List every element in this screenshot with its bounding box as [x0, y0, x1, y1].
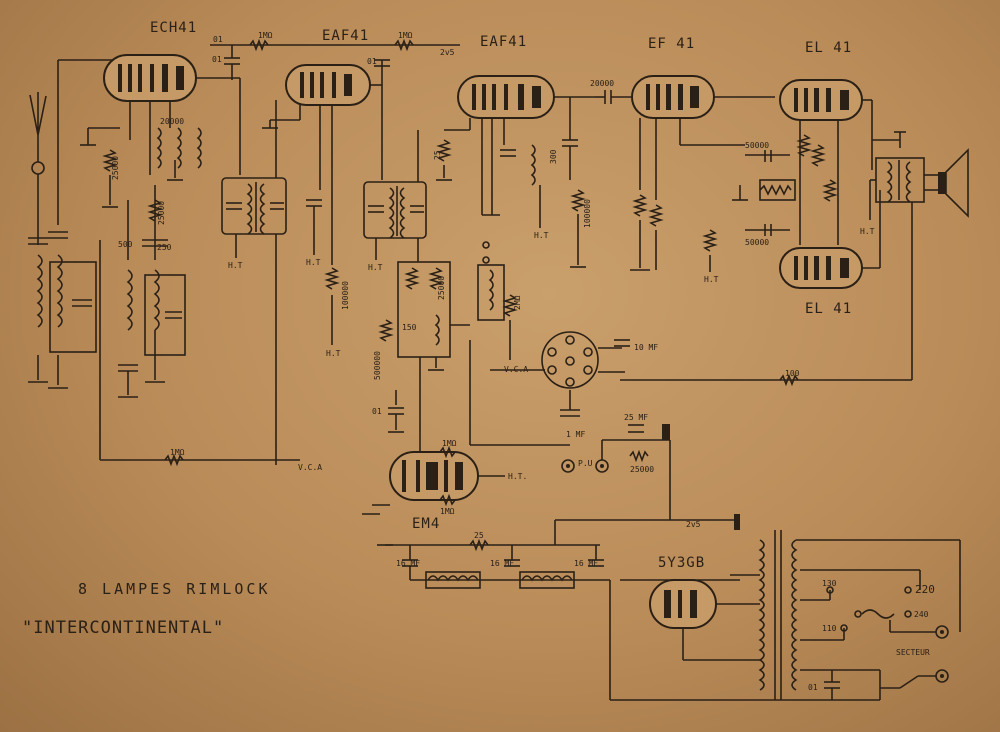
ht-label-h: H.T — [860, 227, 875, 236]
c-16mf-b: 16 MF — [490, 559, 514, 568]
c-10mf: 10 MF — [634, 343, 658, 352]
r-100000-a: 100000 — [341, 281, 350, 310]
v-2v5: 2v5 — [686, 520, 701, 529]
v-220: 220 — [915, 583, 935, 596]
r-50000-b: 50000 — [745, 238, 769, 247]
if-transformer-2: H.T — [363, 130, 427, 272]
tube-el41-top: EL 41 — [779, 40, 906, 170]
output-transformer: H.T — [860, 157, 940, 236]
pickup-jacks: P.U 25 MF 25000 — [561, 413, 671, 520]
power-transformer: 130 220 240 110 SECTEUR 01 — [758, 530, 961, 700]
avc-bottom-line: 1MΩ V.C.A — [100, 448, 322, 472]
tube-em4: EM4 H.T. 1MΩ 1MΩ — [362, 439, 527, 532]
antenna — [29, 92, 47, 245]
ht-label-f: H.T. — [508, 472, 527, 481]
caption-model-tubes: 8 LAMPES RIMLOCK — [78, 580, 271, 598]
tube-label-el41-b: EL 41 — [805, 301, 852, 317]
c-25mf: 25 MF — [624, 413, 648, 422]
tube-eaf41-b: EAF41 25 H.T 300 100000 20000 — [433, 34, 640, 268]
selector-switch: 10 MF 1 MF — [541, 331, 658, 439]
oscillator-coils — [99, 185, 186, 460]
c-01-d: 01 — [372, 407, 382, 416]
pot-network: 2MΩ V.C.A — [450, 241, 570, 446]
detector-network: 25000 150 500000 01 — [372, 261, 451, 455]
tube-label-ech41: ECH41 — [150, 20, 197, 36]
r-25000-d: 25000 — [630, 465, 654, 474]
ht-label-g: H.T — [704, 275, 719, 284]
r-25000-c: 25000 — [437, 276, 446, 300]
c-16mf-a: 16 MF — [396, 559, 420, 568]
v-2v5-top: 2v5 — [440, 48, 455, 57]
r-100000-b: 100000 — [583, 199, 592, 228]
r-25000-a: 25000 — [111, 156, 120, 180]
c-150: 150 — [402, 323, 417, 332]
feedback-line: 100 — [620, 202, 913, 387]
r-25: 25 — [433, 150, 442, 160]
c-01-b: 01 — [212, 55, 222, 64]
c-01-a: 01 — [213, 35, 223, 44]
tube-label-5y3gb: 5Y3GB — [658, 555, 705, 571]
ht-label-a: H.T — [228, 261, 243, 270]
c-01-e: 01 — [808, 683, 818, 692]
tube-ef41: EF 41 H.T — [630, 36, 775, 284]
ht-label-b: H.T — [306, 258, 321, 267]
ht-label-c: H.T — [326, 349, 341, 358]
input-coils — [28, 59, 118, 389]
secteur-label: SECTEUR — [896, 648, 930, 657]
tube-eaf41-a: EAF41 01 H.T 100000 H.T — [262, 28, 390, 358]
r-50000-a: 50000 — [745, 141, 769, 150]
v-130: 130 — [822, 579, 837, 588]
c-1mf: 1 MF — [566, 430, 585, 439]
r-250: 250 — [157, 243, 172, 252]
r-20000: 20000 — [160, 117, 184, 126]
r-1mo-e: 1MΩ — [440, 507, 455, 516]
tube-ech41: ECH41 — [103, 20, 240, 175]
loudspeaker — [938, 148, 969, 218]
power-supply: 2v5 25 16 MF 16 MF 16 MF — [377, 514, 880, 701]
c-16mf-c: 16 MF — [574, 559, 598, 568]
caption-model-name: "INTERCONTINENTAL" — [22, 618, 225, 638]
r-25-ps: 25 — [474, 531, 484, 540]
ht-label-d: H.T — [368, 263, 383, 272]
c-500-a: 500 — [118, 240, 133, 249]
tube-label-ef41: EF 41 — [648, 36, 695, 52]
phase-splitter-network: 50000 50000 — [732, 120, 839, 247]
r-1mo-d: 1MΩ — [442, 439, 457, 448]
r-1mo-a: 1MΩ — [258, 31, 273, 40]
tube-label-eaf41-a: EAF41 — [322, 28, 369, 44]
r-1mo-c: 1MΩ — [170, 448, 185, 457]
tube-label-el41-a: EL 41 — [805, 40, 852, 56]
vca-label-b: V.C.A — [298, 463, 322, 472]
if-transformer-1: H.T — [221, 100, 287, 465]
ht-label-e: H.T — [534, 231, 549, 240]
tube-el41-bottom: EL 41 — [779, 190, 881, 317]
pu-label: P.U — [578, 459, 593, 468]
r-1mo-b: 1MΩ — [398, 31, 413, 40]
tube-label-eaf41-b: EAF41 — [480, 34, 527, 50]
r-100: 100 — [785, 369, 800, 378]
c-300: 300 — [549, 149, 558, 164]
r-25000-b: 25000 — [157, 201, 166, 225]
r-500000: 500000 — [373, 351, 382, 380]
r-20000-cap: 20000 — [590, 79, 614, 88]
ech41-network: 25000 25000 250 500 20000 — [80, 117, 202, 252]
v-240: 240 — [914, 610, 929, 619]
avc-top-line: 01 1MΩ 1MΩ 2v5 01 — [210, 31, 460, 175]
tube-5y3gb: 5Y3GB — [649, 555, 760, 661]
r-2mo: 2MΩ — [513, 295, 522, 310]
v-110: 110 — [822, 624, 837, 633]
tube-label-em4: EM4 — [412, 516, 440, 532]
c-01-c: 01 — [367, 57, 377, 66]
